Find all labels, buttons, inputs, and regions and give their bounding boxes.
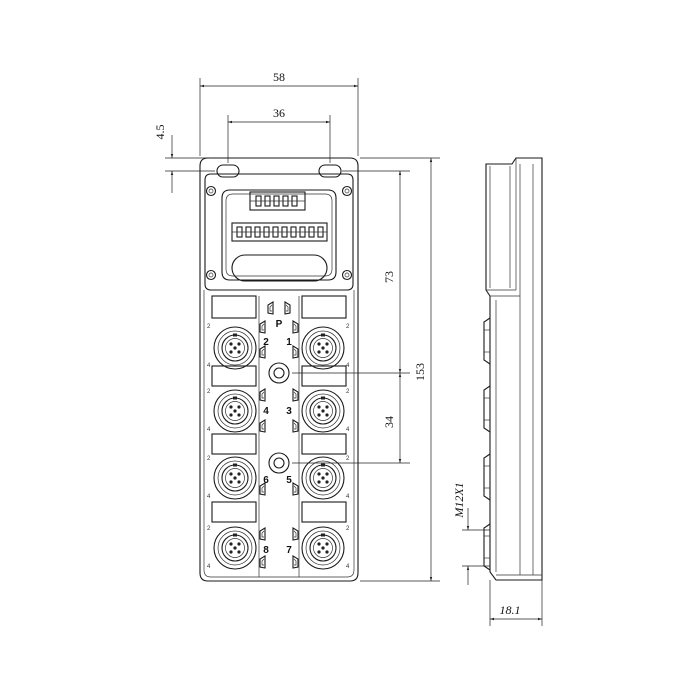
label-plate [301,501,347,523]
pin-label: 4 [346,564,350,570]
status-led [292,527,299,541]
label-plate [211,295,257,319]
dim-hole-spacing: 36 [273,106,285,120]
terminal-cover [204,173,354,291]
dimensions-side: M12X1 18.1 [452,482,543,626]
screw-tl [205,185,217,197]
dim-total-height: 153 [413,363,427,381]
pin-label: 2 [346,389,350,395]
pin-label: 4 [207,494,211,500]
status-led [259,555,266,569]
pin-label: 2 [207,456,211,462]
status-led [259,388,266,402]
dim-depth: 18.1 [500,603,521,617]
m12-port-1 [301,326,345,370]
pin-label: 2 [207,526,211,532]
status-led [292,345,299,359]
side-port [483,385,491,433]
screw-tr [341,185,353,197]
center-mount-hole [268,362,290,384]
status-led [292,388,299,402]
pin-label: 2 [346,324,350,330]
dim-port-pitch: 34 [382,416,396,428]
status-led [292,555,299,569]
m12-port-3 [301,389,345,433]
port-label-1: 1 [286,337,292,348]
dimensions-front: 58 36 4.5 73 34 153 [153,70,440,582]
port-label-5: 5 [286,475,292,486]
pin-label: 4 [207,427,211,433]
pin-label: 4 [346,363,350,369]
pin-label: 2 [346,456,350,462]
status-led [259,527,266,541]
status-led [292,419,299,433]
dim-height-top: 73 [382,271,396,283]
center-mount-hole [268,452,290,474]
pin-label: 4 [346,427,350,433]
screw-bl [205,269,217,281]
status-led [259,419,266,433]
pin-label: 4 [207,564,211,570]
port-label-7: 7 [286,545,292,556]
pin-label: 2 [207,389,211,395]
side-housing [485,157,543,581]
status-led [292,482,299,496]
label-plate [301,295,347,319]
m12-port-6 [213,456,257,500]
side-port [483,523,491,571]
side-view [483,157,543,581]
terminal-block-small [249,191,306,211]
label-plate [211,365,257,387]
pin-label: 4 [346,494,350,500]
m12-port-8 [213,526,257,570]
power-led-left [267,301,274,315]
dim-overall-width: 58 [273,70,285,84]
m12-port-2 [213,326,257,370]
mount-hole-left [216,164,240,178]
housing-outline [199,157,359,582]
dim-hole-offset: 4.5 [153,125,167,140]
cable-slot [231,254,328,282]
power-label: P [276,319,283,330]
port-label-2: 2 [263,337,269,348]
pin-label: 2 [346,526,350,532]
front-view: P 2 1 [199,157,359,582]
mount-hole-right [318,164,342,178]
status-led [259,320,266,334]
port-label-6: 6 [263,475,269,486]
label-plate [301,433,347,455]
power-led-right [284,301,291,315]
side-port [483,317,491,365]
screw-br [341,269,353,281]
m12-port-7 [301,526,345,570]
pin-label: 2 [207,324,211,330]
label-plate [211,433,257,455]
pin-label: 4 [207,363,211,369]
terminal-block-large [231,222,328,242]
port-label-3: 3 [286,406,292,417]
label-plate [211,501,257,523]
dim-thread: M12X1 [452,482,466,518]
status-led [292,320,299,334]
port-label-4: 4 [263,406,269,417]
port-label-8: 8 [263,545,269,556]
m12-port-4 [213,389,257,433]
side-port [483,453,491,501]
label-plate [301,365,347,387]
